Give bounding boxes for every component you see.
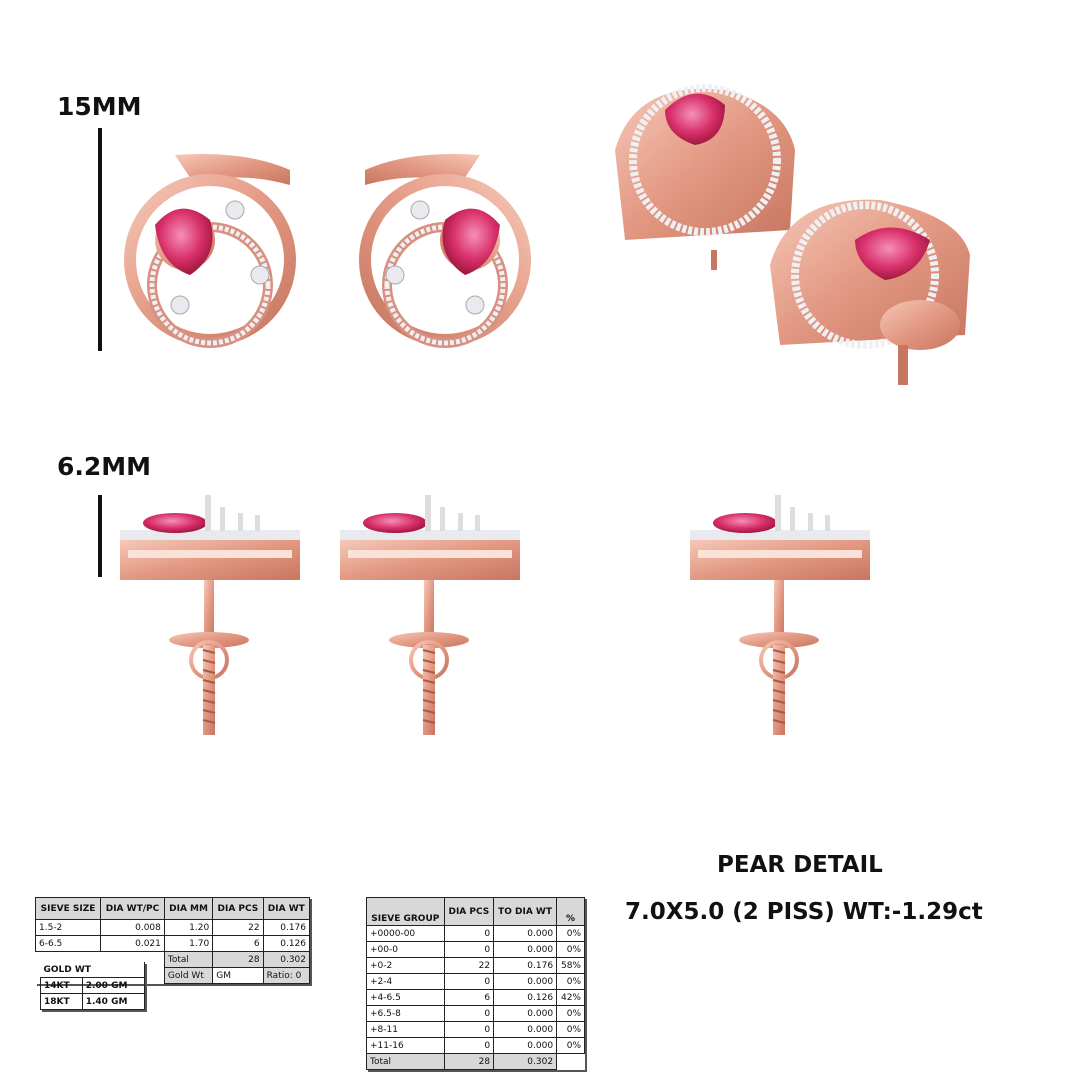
header-dia-mm: DIA MM: [163, 897, 214, 920]
cell: 0.126: [262, 935, 311, 952]
cell: 1.20: [163, 919, 214, 936]
cell: +11-16: [366, 1037, 445, 1054]
table-row: 18KT 1.40 GM: [40, 993, 146, 1010]
cell: 22: [212, 919, 264, 936]
gold-wt-row: Gold Wt GM Ratio: 0: [36, 967, 311, 984]
cell: 0%: [556, 1005, 585, 1022]
header-dia-pcs: DIA PCS: [443, 897, 495, 926]
angled-view-earring-bottom: [770, 199, 970, 385]
sieve-group-table: SIEVE GROUP DIA PCS TO DIA WT % +0000-00…: [366, 897, 585, 1070]
header-dia-pcs: DIA PCS: [212, 897, 264, 920]
weight: 1.40 GM: [81, 993, 146, 1010]
cell: 58%: [556, 957, 585, 974]
height-dimension-line: [98, 128, 102, 351]
cell: 42%: [556, 989, 585, 1006]
total-row: Total 28 0.302: [366, 1053, 585, 1070]
cell: 0%: [556, 1021, 585, 1038]
cell: 0.000: [493, 1037, 558, 1054]
total-pcs: 28: [212, 951, 264, 968]
angled-view-earring-top: [615, 84, 795, 270]
front-view-earring-right: [365, 154, 525, 343]
weight: 2.00 GM: [81, 977, 146, 994]
header-sieve-size: SIEVE SIZE: [34, 897, 102, 920]
total-label: Total: [366, 1053, 445, 1070]
cell: 0%: [556, 925, 585, 942]
total-wt: 0.302: [493, 1053, 558, 1070]
cell: 0.176: [493, 957, 558, 974]
header-percent: %: [556, 897, 585, 926]
cell: 0%: [556, 1037, 585, 1054]
cell: 1.5-2: [34, 919, 102, 936]
front-view-earring-left: [130, 154, 290, 343]
gold-wt-label: Gold Wt: [163, 967, 214, 984]
header-dia-wt: DIA WT: [262, 897, 311, 920]
side-view-earring-right: [688, 493, 872, 737]
header-sieve-group: SIEVE GROUP: [366, 897, 445, 926]
side-view-earring-middle: [338, 493, 522, 737]
table-row: 6-6.5 0.021 1.70 6 0.126: [34, 935, 311, 952]
gold-weight-table: GOLD WT 14KT 2.00 GM 18KT 1.40 GM: [40, 962, 146, 1010]
gold-wt-title: GOLD WT: [40, 962, 145, 978]
table-row: 1.5-2 0.008 1.20 22 0.176: [34, 919, 311, 936]
height-dimension-label: 15MM: [57, 92, 142, 121]
ratio: Ratio: 0: [262, 967, 311, 984]
cell: 0: [443, 1021, 495, 1038]
total-wt: 0.302: [262, 951, 311, 968]
cell: 6: [212, 935, 264, 952]
cell: 0.000: [493, 973, 558, 990]
pear-detail-spec: 7.0X5.0 (2 PISS) WT:-1.29ct: [625, 899, 983, 925]
cell: 0%: [556, 973, 585, 990]
pear-detail-title: PEAR DETAIL: [717, 852, 883, 878]
cell: 0.000: [493, 925, 558, 942]
cell: 6: [443, 989, 495, 1006]
total-pcs: 28: [443, 1053, 495, 1070]
cell: 0: [443, 941, 495, 958]
cell: +0000-00: [366, 925, 445, 942]
cell: 1.70: [163, 935, 214, 952]
cell: 0: [443, 973, 495, 990]
cell: +0-2: [366, 957, 445, 974]
depth-dimension-line: [98, 495, 102, 577]
cell: 0.000: [493, 1021, 558, 1038]
side-view-earring-left: [118, 493, 302, 737]
earring-renders: [118, 84, 970, 737]
cell: 6-6.5: [34, 935, 102, 952]
cell: 0.126: [493, 989, 558, 1006]
table-row: 14KT 2.00 GM: [40, 977, 146, 994]
total-label: Total: [163, 951, 214, 968]
cell: 0%: [556, 941, 585, 958]
header-dia-wt-pc: DIA WT/PC: [100, 897, 165, 920]
karat: 14KT: [40, 977, 83, 994]
cell: 0.008: [100, 919, 165, 936]
header-to-dia-wt: TO DIA WT: [493, 897, 558, 926]
gold-unit: GM: [212, 967, 264, 984]
cell: +8-11: [366, 1021, 445, 1038]
cell: +00-0: [366, 941, 445, 958]
cell: 0.000: [493, 941, 558, 958]
cell: +4-6.5: [366, 989, 445, 1006]
cell: +2-4: [366, 973, 445, 990]
sieve-size-table: SIEVE SIZE DIA WT/PC DIA MM DIA PCS DIA …: [34, 897, 311, 984]
cell: 22: [443, 957, 495, 974]
karat: 18KT: [40, 993, 83, 1010]
cell: 0: [443, 925, 495, 942]
cell: 0.176: [262, 919, 311, 936]
cell: 0: [443, 1005, 495, 1022]
cell: 0.021: [100, 935, 165, 952]
cell: 0: [443, 1037, 495, 1054]
cell: 0.000: [493, 1005, 558, 1022]
cell: +6.5-8: [366, 1005, 445, 1022]
depth-dimension-label: 6.2MM: [57, 452, 152, 481]
